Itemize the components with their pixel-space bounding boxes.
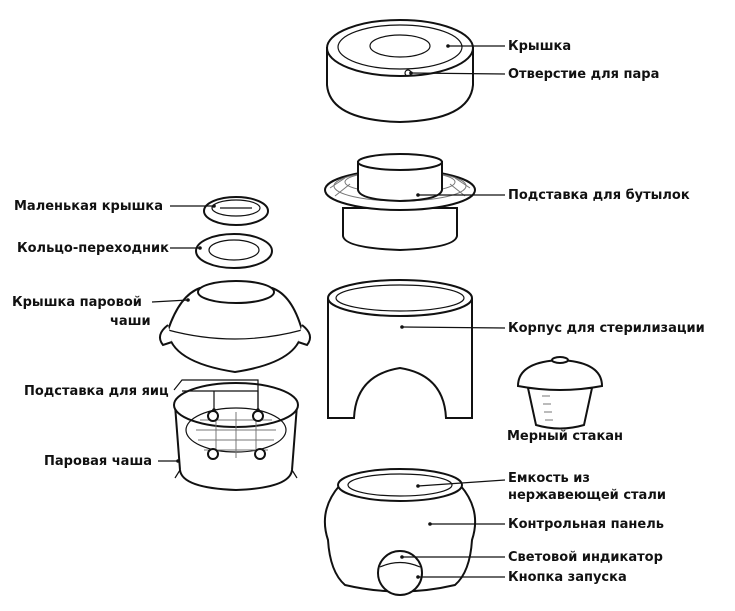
label-steel-tank-line2: нержавеющей стали [508, 488, 666, 503]
label-adapter-ring: Кольцо-переходник [17, 241, 169, 256]
label-steam-vent: Отверстие для пара [508, 67, 660, 82]
label-bottle-rack: Подставка для бутылок [508, 188, 690, 203]
leader-lines [151, 44, 506, 579]
label-steam-bowl: Паровая чаша [44, 454, 153, 469]
label-steam-bowl-lid-line1: Крышка паровой [12, 295, 142, 310]
label-measuring-cup: Мерный стакан [507, 429, 624, 444]
label-lid: Крышка [508, 39, 572, 54]
label-small-lid: Маленькая крышка [14, 199, 164, 214]
lid-part [326, 19, 474, 124]
label-egg-holder: Подставка для яиц [24, 384, 169, 399]
label-steel-tank-line1: Емкость из [508, 471, 590, 486]
steam-bowl-lid-part [158, 280, 312, 374]
bottle-rack-part [324, 153, 476, 252]
label-light-indicator: Световой индикатор [508, 550, 663, 565]
start-button-knob [377, 550, 423, 596]
measuring-cup-part [516, 356, 604, 430]
small-lid-part [203, 196, 269, 226]
label-steam-bowl-lid-line2: чаши [110, 314, 151, 329]
adapter-ring-part [195, 233, 273, 269]
steam-bowl-part [173, 382, 299, 492]
label-sterilization-body: Корпус для стерилизации [508, 321, 705, 336]
label-control-panel: Контрольная панель [508, 517, 664, 532]
sterilization-body-part [327, 279, 473, 419]
base-part [324, 468, 476, 596]
label-start-button: Кнопка запуска [508, 570, 627, 585]
